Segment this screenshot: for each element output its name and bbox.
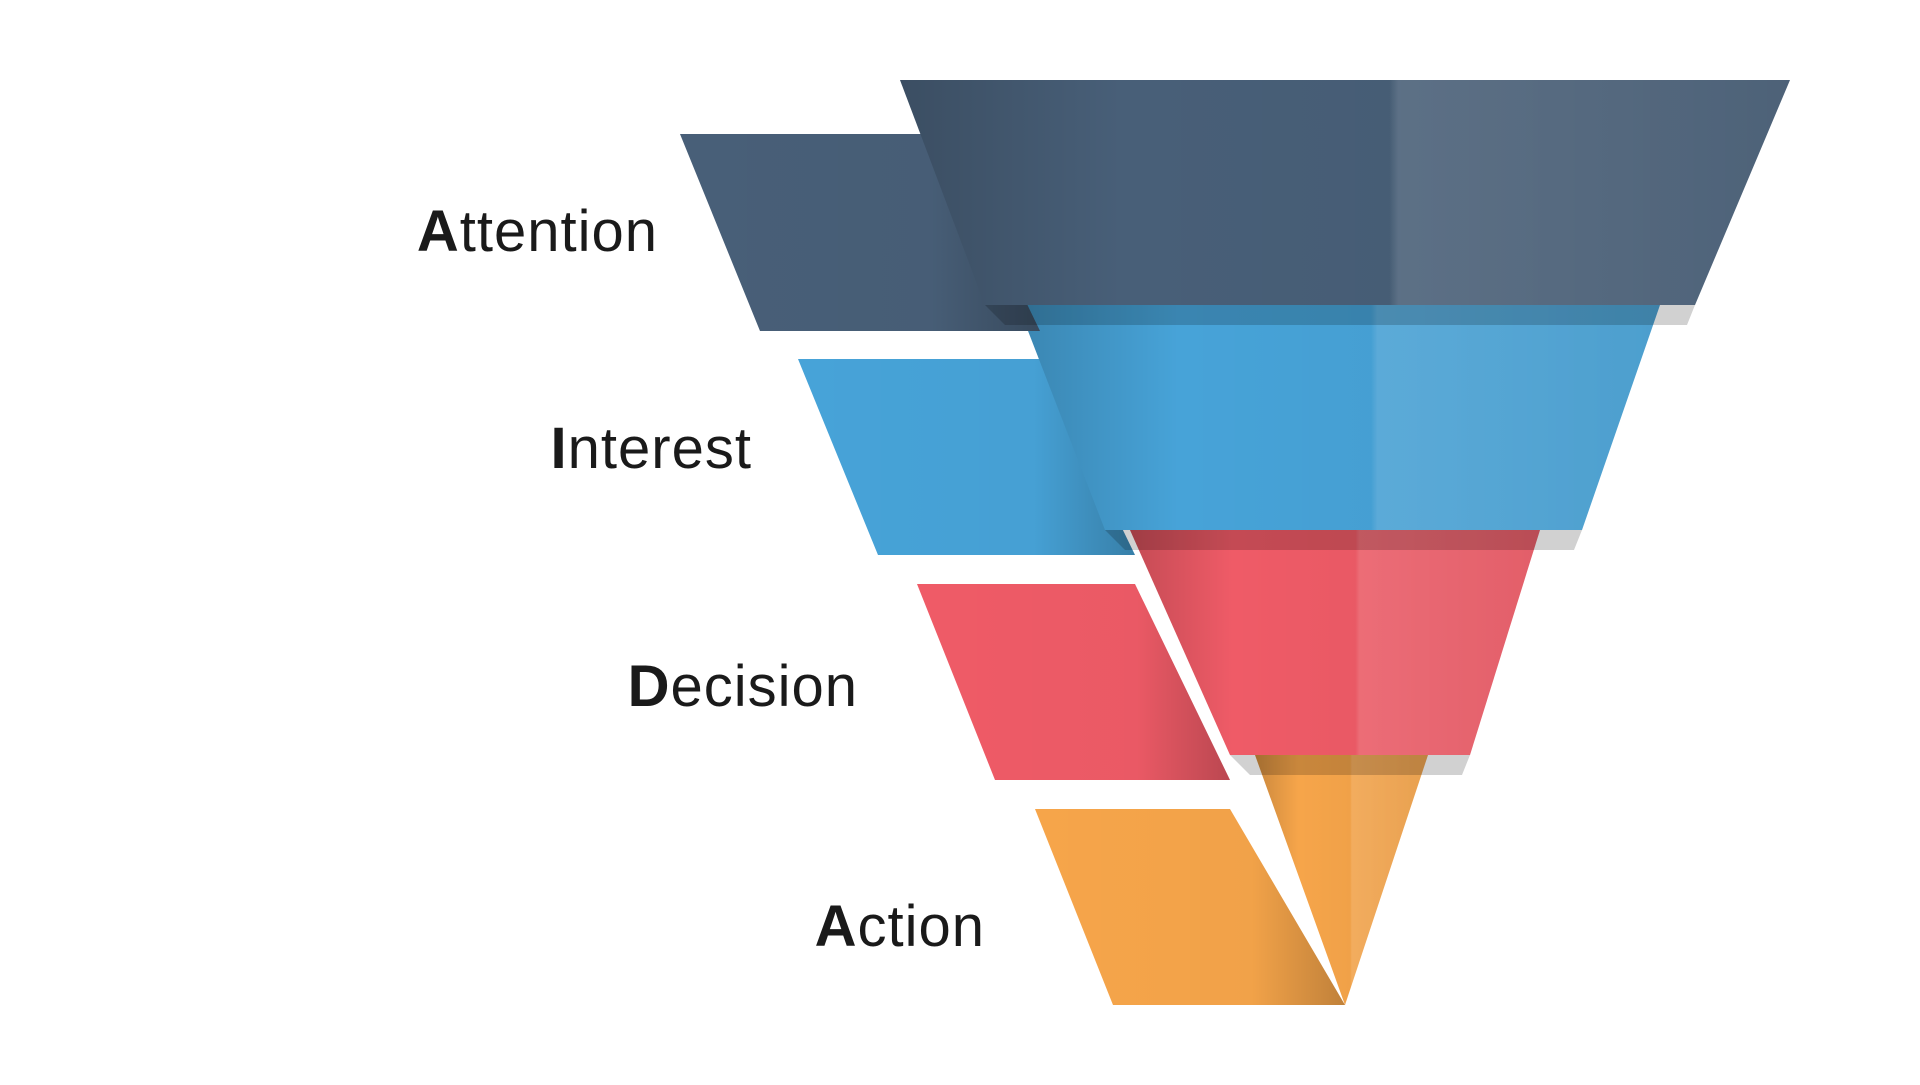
- funnel-body-highlight-action: [1255, 755, 1428, 1005]
- stage-initial: D: [627, 654, 671, 719]
- stage-rest: ttention: [459, 199, 658, 264]
- funnel-fold-shadow-decision: [1230, 755, 1470, 775]
- stage-label-attention: Attention: [417, 203, 658, 261]
- stage-initial: A: [814, 894, 858, 959]
- funnel-fold-shadow-interest: [1105, 530, 1582, 550]
- stage-rest: ecision: [670, 654, 858, 719]
- funnel-tab-shade-interest: [798, 359, 1135, 555]
- stage-label-action: Action: [815, 898, 985, 956]
- stage-rest: nterest: [567, 416, 752, 481]
- stage-initial: A: [416, 199, 460, 264]
- funnel-tab-shade-action: [1035, 809, 1345, 1005]
- stage-initial: I: [550, 416, 568, 481]
- stage-label-interest: Interest: [551, 420, 752, 478]
- funnel-tab-shade-decision: [917, 584, 1230, 780]
- funnel-fold-shadow-attention: [985, 305, 1695, 325]
- stage-label-decision: Decision: [628, 658, 858, 716]
- funnel-body-highlight-attention: [900, 80, 1790, 305]
- funnel-body-highlight-decision: [1130, 530, 1540, 755]
- funnel-body-highlight-interest: [1018, 305, 1660, 530]
- stage-rest: ction: [857, 894, 985, 959]
